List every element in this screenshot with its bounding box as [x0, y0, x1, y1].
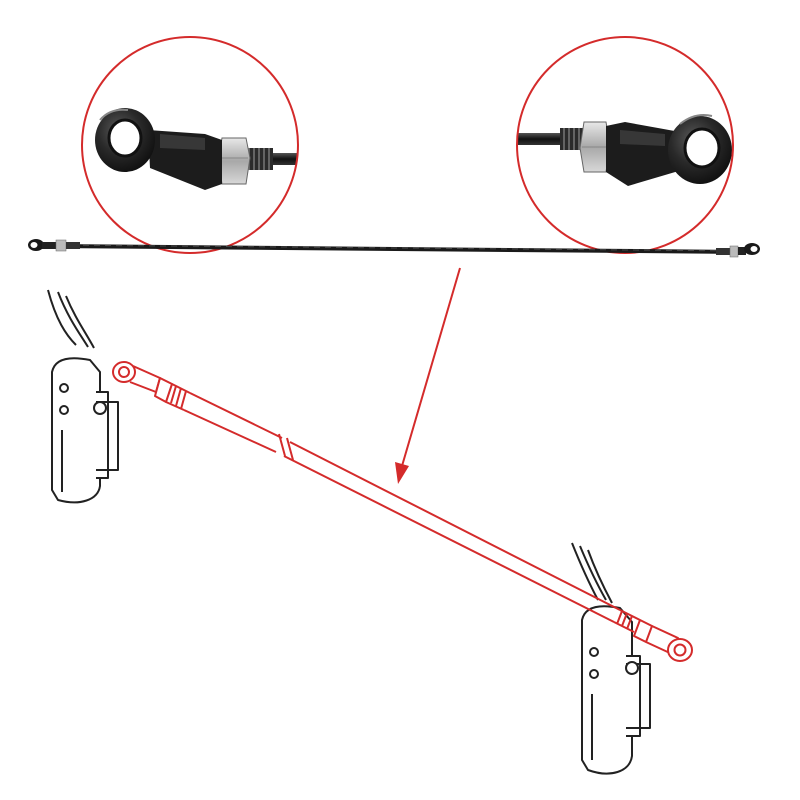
right-detail-callout	[516, 36, 734, 254]
adjusting-rod-photo	[28, 239, 760, 258]
nut	[217, 137, 251, 185]
pointer-arrow	[395, 267, 461, 484]
left-lever-diagram	[47, 289, 119, 504]
right-lever-diagram	[571, 542, 651, 775]
right-eye-end-closeup	[517, 114, 732, 186]
left-detail-callout	[81, 36, 299, 254]
left-eye-end-closeup	[95, 108, 298, 190]
thread	[560, 128, 586, 150]
installed-rod-diagram	[112, 361, 693, 662]
